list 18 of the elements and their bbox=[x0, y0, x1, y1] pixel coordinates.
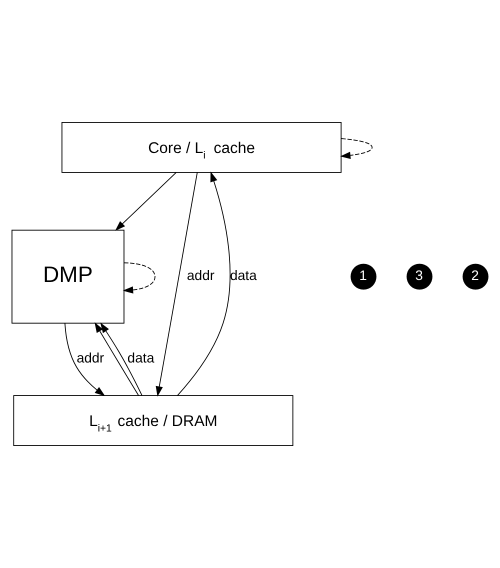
edge-label: data bbox=[127, 350, 154, 366]
edge-label: addr bbox=[76, 350, 104, 366]
arrow bbox=[94, 322, 139, 396]
arrow bbox=[122, 262, 156, 294]
arrow bbox=[340, 138, 373, 159]
arrow bbox=[100, 322, 142, 396]
arrow bbox=[177, 171, 231, 396]
arrow bbox=[64, 323, 106, 396]
node-box: Core / L$_{i}$ cache bbox=[62, 122, 342, 173]
node-box: L$_{i+1}$ cache / DRAM bbox=[13, 395, 294, 446]
arrow bbox=[115, 172, 177, 231]
node-circle: 1 bbox=[350, 264, 376, 290]
node-circle: 3 bbox=[406, 264, 432, 290]
node-box: DMP bbox=[12, 230, 124, 324]
edge-label: data bbox=[230, 268, 257, 283]
edge-label: addr bbox=[186, 268, 214, 283]
node-circle: 2 bbox=[462, 264, 488, 290]
arrow bbox=[156, 172, 198, 397]
